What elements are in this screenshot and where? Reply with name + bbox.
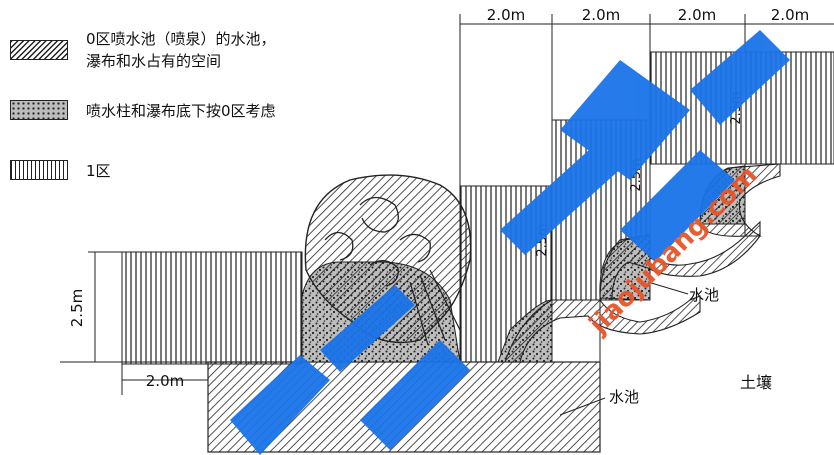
legend-item-zone0: 0区喷水池（喷泉）的水池， 瀑布和水占有的空间 bbox=[10, 28, 276, 72]
stipple-swatch bbox=[10, 100, 68, 120]
leader-upper-pool bbox=[647, 281, 689, 295]
top-dim-3: 2.0m bbox=[678, 6, 716, 24]
zone0-swatch bbox=[10, 40, 68, 60]
left-width-dim: 2.0m bbox=[146, 372, 184, 390]
fountain-water bbox=[304, 174, 472, 346]
soil-label: 土壤 bbox=[740, 373, 772, 392]
legend-item-zone0-under: 喷水柱和瀑布底下按0区考虑 bbox=[10, 100, 276, 122]
watermark-logo bbox=[230, 30, 790, 455]
pool-label-upper: 水池 bbox=[689, 286, 719, 304]
pool-label-lower: 水池 bbox=[609, 388, 639, 406]
top-dim-2: 2.0m bbox=[582, 6, 620, 24]
legend-zone0-line1: 0区喷水池（喷泉）的水池， bbox=[86, 30, 276, 48]
leader-lower-pool bbox=[559, 397, 606, 416]
top-dim-4: 2.0m bbox=[771, 6, 809, 24]
legend-text-zone0-under: 喷水柱和瀑布底下按0区考虑 bbox=[86, 102, 276, 120]
left-height-dim: 2.5m bbox=[68, 289, 86, 327]
zone1-swatch bbox=[10, 160, 68, 180]
dimension-lines bbox=[88, 14, 834, 395]
legend-zone0-line2: 瀑布和水占有的空间 bbox=[86, 52, 222, 70]
legend-text-zone0: 0区喷水池（喷泉）的水池， 瀑布和水占有的空间 bbox=[86, 28, 276, 72]
zone1-left-block bbox=[121, 251, 303, 365]
basin-step-1 bbox=[504, 295, 701, 363]
legend-text-zone1: 1区 bbox=[86, 162, 111, 180]
ground-line bbox=[60, 163, 834, 363]
top-dim-1: 2.0m bbox=[487, 6, 525, 24]
legend-item-zone1: 1区 bbox=[10, 160, 111, 182]
